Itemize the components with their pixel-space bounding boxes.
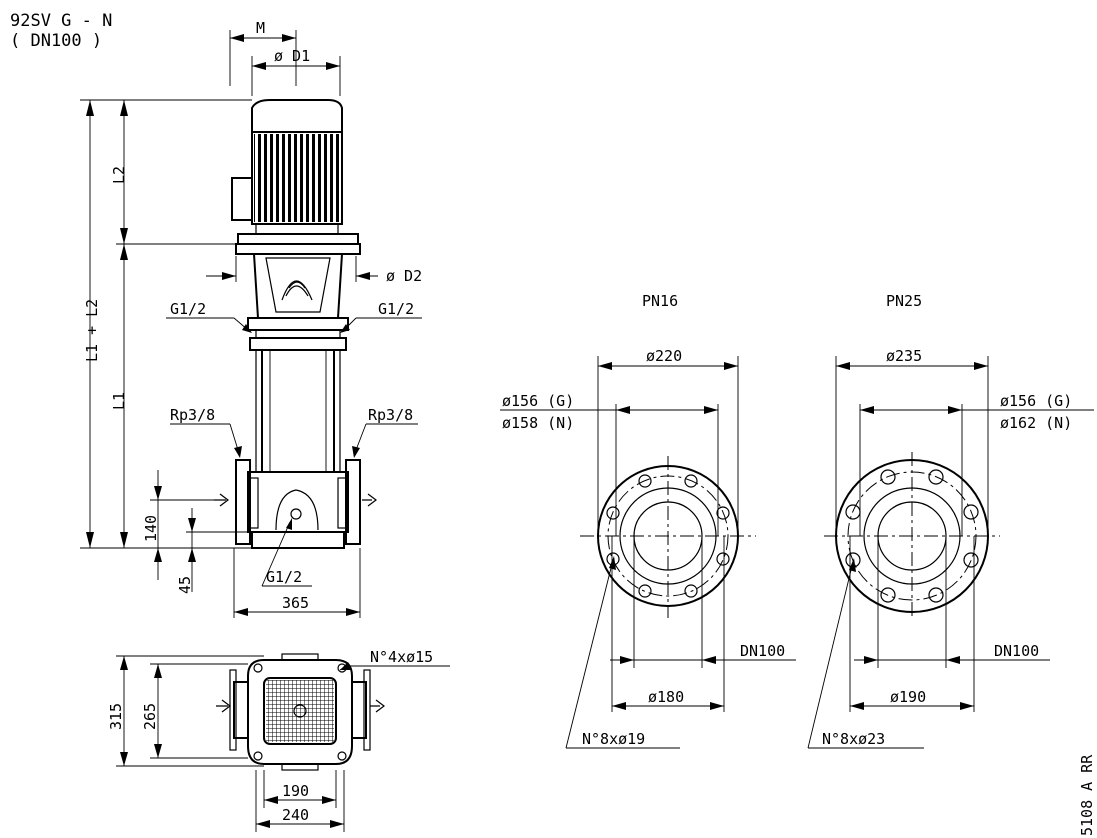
- pn25-label: PN25: [886, 292, 922, 310]
- dim-l2-label: L2: [110, 166, 128, 184]
- title-line1: 92SV G - N: [10, 11, 112, 31]
- pump-front-view: [214, 99, 377, 549]
- pn25-dn-label: DN100: [994, 642, 1039, 660]
- pn16-holes-label: N°8xø19: [582, 730, 645, 748]
- title-line2: ( DN100 ): [10, 31, 102, 51]
- dim-315-label: 315: [107, 703, 125, 730]
- dim-d2-label: ø D2: [386, 267, 422, 285]
- pn16-pcd-n-label: ø158 (N): [502, 414, 574, 432]
- dim-140-label: 140: [142, 515, 160, 542]
- dim-l1-label: L1: [110, 392, 128, 410]
- pn16-pcd-g-label: ø156 (G): [502, 392, 574, 410]
- pn16-pitch-label: ø180: [648, 688, 684, 706]
- g12-bottom-label: G1/2: [266, 568, 302, 586]
- rp-left-label: Rp3/8: [170, 406, 215, 424]
- pn25-outer-label: ø235: [886, 347, 922, 365]
- dim-365-label: 365: [282, 594, 309, 612]
- dim-240-label: 240: [282, 806, 309, 824]
- pn25-pcd-g-label: ø156 (G): [1000, 392, 1072, 410]
- pn25-pcd-n-label: ø162 (N): [1000, 414, 1072, 432]
- motor-fins: [254, 134, 340, 222]
- g12-left-label: G1/2: [170, 300, 206, 318]
- fan-grille: [266, 680, 334, 742]
- pn16-outer-label: ø220: [646, 347, 682, 365]
- drawing-code: 5108 A RR: [1078, 754, 1096, 836]
- dim-190-label: 190: [282, 782, 309, 800]
- top-view-dimensions: 315 265 N°4xø15 190 240: [107, 648, 450, 832]
- front-view-dimensions: M ø D1 L1 + L2 L2 L1 ø D2: [80, 19, 422, 618]
- dim-265-label: 265: [141, 703, 159, 730]
- pn25-holes-label: N°8xø23: [822, 730, 885, 748]
- g12-right-label: G1/2: [378, 300, 414, 318]
- pn16-label: PN16: [642, 292, 678, 310]
- bolt-holes-pn25: [845, 469, 979, 603]
- pn25-pitch-label: ø190: [890, 688, 926, 706]
- flange-pn25: PN25 ø235 ø156 (G) ø162 (N): [807, 292, 1094, 749]
- dim-m-label: M: [256, 19, 265, 37]
- pump-top-view: [216, 653, 385, 771]
- dim-l1l2-label: L1 + L2: [83, 299, 101, 362]
- flange-pn16: PN16 ø220 ø156 (G) ø158 (N): [500, 292, 796, 749]
- rp-right-label: Rp3/8: [368, 406, 413, 424]
- dim-45-label: 45: [176, 576, 194, 594]
- dim-d1-label: ø D1: [274, 47, 310, 65]
- holes4-label: N°4xø15: [370, 648, 433, 666]
- pn16-dn-label: DN100: [740, 642, 785, 660]
